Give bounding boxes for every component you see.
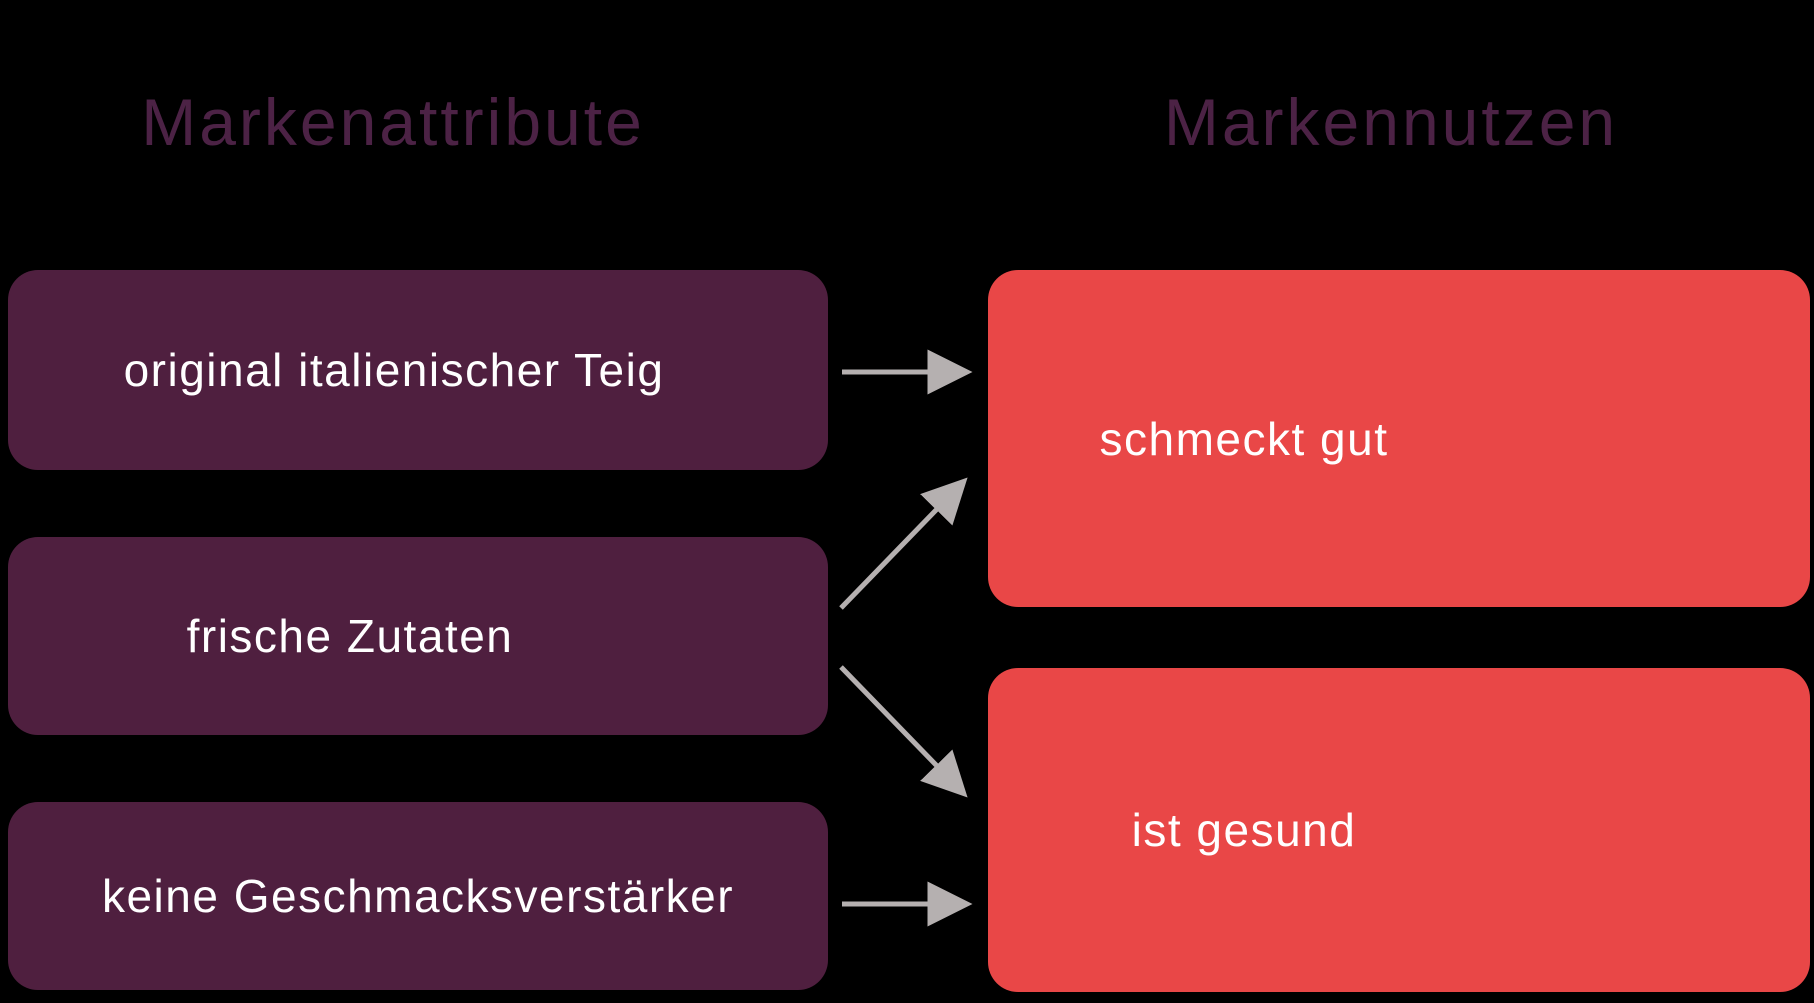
arrow-zutaten-to-schmeckt-gut [839,477,968,610]
benefit-label: schmeckt gut [1099,412,1389,465]
arrow-zutaten-to-ist-gesund [839,665,968,798]
column-title-markenattribute: Markenattribute [141,85,645,159]
benefit-label: ist gesund [1131,804,1357,856]
attribute-label: keine Geschmacksverstärker [101,870,735,922]
benefit-box-ist-gesund: ist gesund [988,668,1810,992]
benefit-box-schmeckt-gut: schmeckt gut [988,270,1810,607]
attribute-label: frische Zutaten [186,610,514,662]
attribute-box-frische-zutaten: frische Zutaten [8,537,828,735]
column-title-markennutzen: Markennutzen [1163,85,1619,159]
attribute-box-original-italienischer-teig: original italienischer Teig [8,270,828,470]
attribute-box-keine-geschmacksverstaerker: keine Geschmacksverstärker [8,802,828,990]
attribute-label: original italienischer Teig [123,344,665,396]
